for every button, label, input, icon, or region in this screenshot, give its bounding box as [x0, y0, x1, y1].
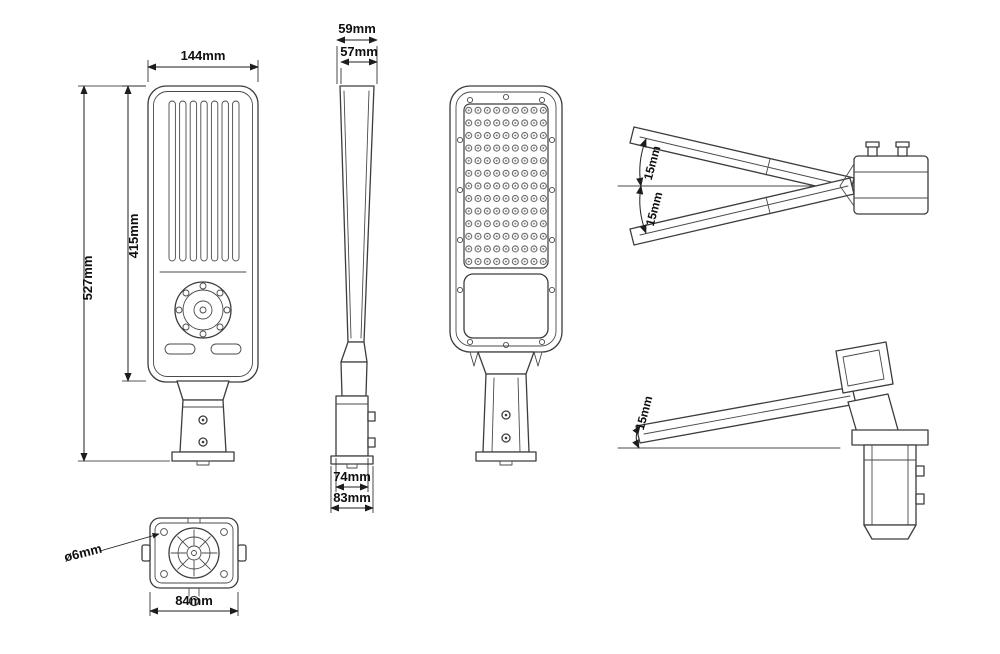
- dim-front-width-group: 144mm: [147, 48, 259, 82]
- mount-bolt: [501, 410, 511, 420]
- side-ear-left: [141, 544, 151, 562]
- corner-hole: [220, 570, 228, 578]
- side-bolt: [367, 411, 376, 422]
- dim-bottom-width-group: 84mm: [149, 592, 239, 616]
- mount-bolt: [501, 433, 511, 443]
- lamp-head-inner-line: [153, 91, 253, 377]
- pole-tilt-view: 15mm: [617, 341, 929, 540]
- dim-side-depth-inner-label: 57mm: [340, 44, 378, 59]
- arm-tilt-up: [629, 126, 855, 195]
- front-view: 144mm 527mm 415mm: [78, 48, 259, 466]
- corner-hole: [220, 528, 228, 536]
- bottom-view: ø6mm 84mm: [63, 517, 247, 616]
- vent-slot-left: [164, 343, 196, 355]
- sleeve-bolt: [915, 493, 925, 505]
- dim-front-height-total-group: 527mm: [78, 85, 170, 462]
- tilt-adjustment-view: 15mm 15mm: [617, 126, 929, 246]
- pivot-bracket: [839, 141, 929, 215]
- dim-front-width-label: 144mm: [181, 48, 226, 63]
- mount-bolt: [198, 437, 208, 447]
- dim-front-height-total-label: 527mm: [80, 256, 95, 301]
- corner-hole: [160, 528, 168, 536]
- dim-tilt-up-label: 15mm: [641, 144, 664, 181]
- side-bracket: [335, 395, 369, 457]
- pole-sleeve: [851, 429, 929, 540]
- dim-bottom-width-label: 84mm: [175, 593, 213, 608]
- dim-hole-label: ø6mm: [63, 541, 104, 565]
- corner-hole: [160, 570, 168, 578]
- arm-tilt-down: [629, 177, 855, 246]
- dim-side-base-width-label: 83mm: [333, 490, 371, 505]
- side-bolt: [367, 437, 376, 448]
- angle-arc-down: [636, 185, 647, 234]
- dim-side-base-group: 74mm 83mm: [330, 458, 374, 513]
- center-hub: [168, 527, 220, 579]
- bottom-stub: [188, 595, 200, 607]
- dim-side-depth-outer-label: 59mm: [338, 21, 376, 36]
- pole-mount-front: [171, 380, 235, 466]
- led-array: [463, 103, 549, 269]
- vent-slot-right: [210, 343, 242, 355]
- angle-arc: [632, 425, 641, 449]
- driver-compartment: [463, 273, 549, 339]
- mount-bolt: [198, 415, 208, 425]
- heatsink-fins: [168, 100, 240, 262]
- mount-ring: [174, 281, 232, 339]
- pole-mount-panel: [469, 351, 543, 466]
- side-ear-right: [237, 544, 247, 562]
- dim-front-height-body-group: 415mm: [122, 85, 146, 382]
- led-panel-view: [449, 85, 563, 466]
- angle-arc-up: [636, 138, 647, 187]
- sleeve-bolt: [915, 465, 925, 477]
- dim-side-depth-group: 59mm 57mm: [336, 21, 378, 84]
- side-view: 59mm 57mm 74mm 83mm: [330, 21, 378, 513]
- panel-screws: [456, 93, 556, 349]
- dim-side-bracket-width-label: 74mm: [333, 469, 371, 484]
- dim-front-height-body-label: 415mm: [126, 214, 141, 259]
